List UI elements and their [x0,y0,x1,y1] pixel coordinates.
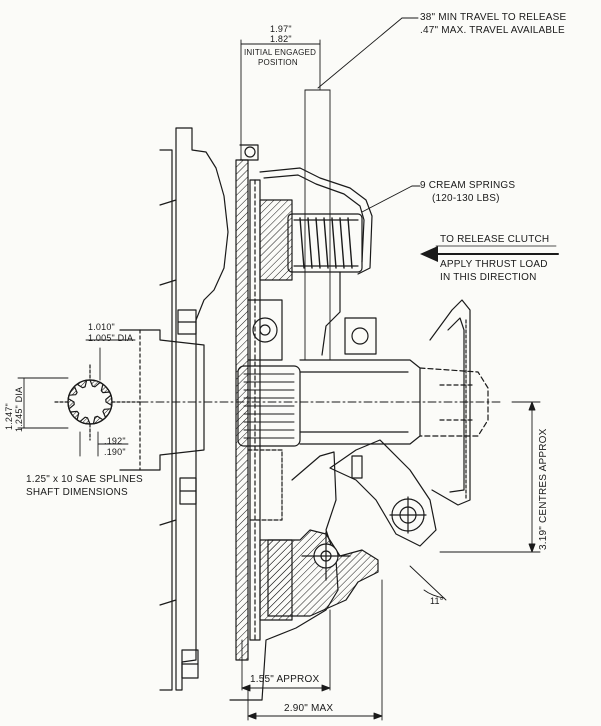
initial-engaged-label: INITIAL ENGAGED [244,48,317,57]
engaged-dim-bottom: 1.82" [270,34,292,44]
angle-label: 11° [430,596,444,606]
dia-bottom-label: 1.005" DIA [88,333,134,343]
hub-and-damper [237,299,301,521]
vert-dia-top-label: 1.247" [4,403,14,430]
approx-155-label: 1.55" APPROX [250,674,320,685]
vert-dia-bottom-label: 1.245" DIA [14,386,24,432]
centres-label: 3.19" CENTRES APPROX [538,428,549,550]
spline-top-label: .192" [104,436,126,446]
springs-label: 9 CREAM SPRINGS [420,180,516,191]
flywheel-housing [119,127,229,691]
thrust-arrow [420,245,559,262]
thrust-load-label: APPLY THRUST LOAD [440,259,548,270]
lower-pressure-assembly [267,529,379,617]
springs-load-label: (120-130 LBS) [432,193,500,204]
spline-cross-section [54,364,141,441]
bell-housing-flange [429,299,471,506]
dimension-lines [17,17,541,721]
cream-spring [287,213,363,273]
thrust-direction-label: IN THIS DIRECTION [440,272,537,283]
dia-top-label: 1.010" [88,322,115,332]
travel-min-label: 38" MIN TRAVEL TO RELEASE [420,12,567,23]
travel-max-label: .47" MAX. TRAVEL AVAILABLE [420,25,565,36]
shaft-dimensions-label: SHAFT DIMENSIONS [26,487,128,498]
position-label: POSITION [258,58,298,67]
engaged-dim-top: 1.97" [270,24,292,34]
max-290-label: 2.90" MAX [284,703,334,714]
release-fork [329,439,437,547]
release-sleeve [299,317,489,445]
spline-bottom-label: .190" [104,447,126,457]
splines-label: 1.25" x 10 SAE SPLINES [26,474,143,485]
release-clutch-label: TO RELEASE CLUTCH [440,234,550,245]
